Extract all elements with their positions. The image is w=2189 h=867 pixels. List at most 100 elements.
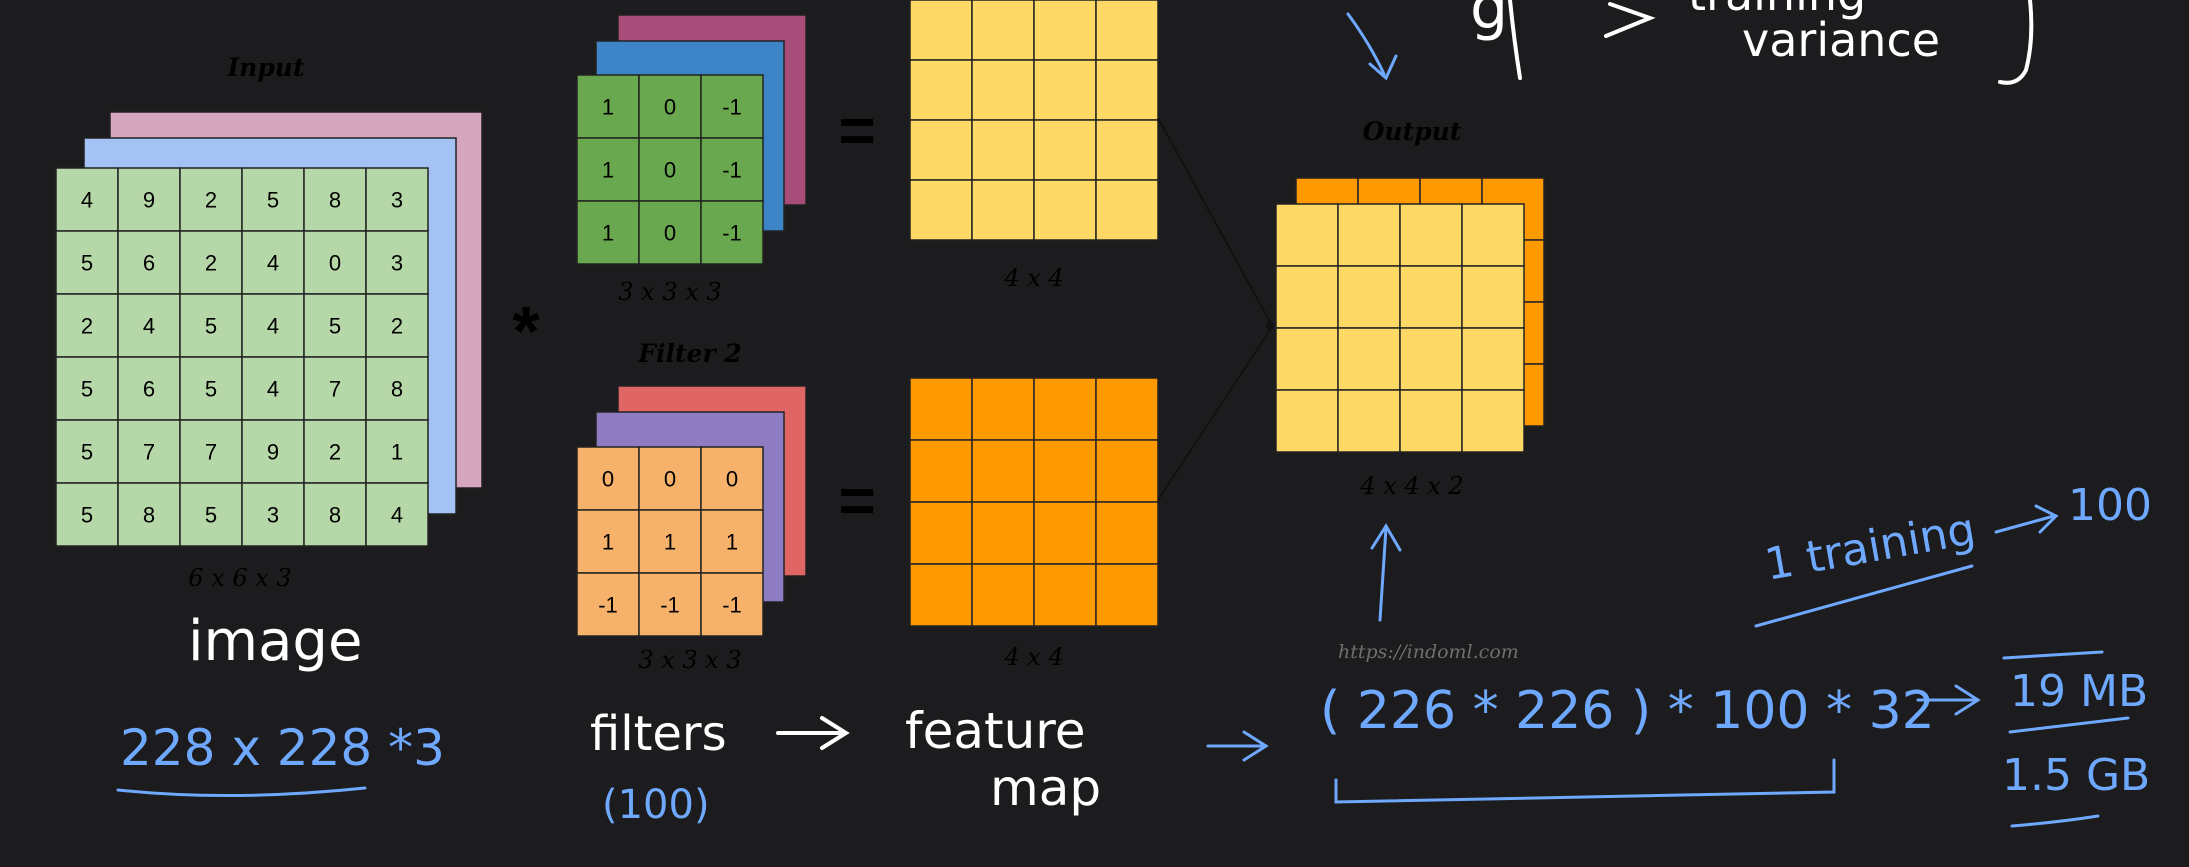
feature-map1-cell xyxy=(909,179,973,241)
feature-map1-cell xyxy=(1033,119,1097,181)
input-cell xyxy=(117,356,181,421)
feature-map2-cell xyxy=(1095,501,1159,565)
annotation-top-variance: variance xyxy=(1742,13,1940,67)
convolution-operator: * xyxy=(512,292,540,370)
filter2-value: 1 xyxy=(726,529,738,554)
feature-map1: 4 x 4 xyxy=(909,0,1159,292)
brace-calc xyxy=(1334,758,1836,804)
output-front-cell xyxy=(1399,327,1463,391)
output-front-cell xyxy=(1275,265,1339,329)
output-stack: Output 4 x 4 x 2 xyxy=(1275,117,1545,500)
input-value: 4 xyxy=(267,250,279,275)
filter2-value: 0 xyxy=(602,466,614,491)
output-front-cell xyxy=(1337,203,1401,267)
output-dims: 4 x 4 x 2 xyxy=(1359,472,1463,500)
input-value: 4 xyxy=(143,313,155,338)
annotation-feature: feature xyxy=(905,702,1086,760)
output-front-cell xyxy=(1461,265,1525,329)
output-front-cell xyxy=(1399,389,1463,453)
bracket-top-left xyxy=(1508,0,1522,80)
connector-dot xyxy=(1266,322,1274,330)
filter1-value: 1 xyxy=(602,220,614,245)
input-value: 8 xyxy=(329,187,341,212)
input-value: 9 xyxy=(267,439,279,464)
output-front-cell xyxy=(1337,327,1401,391)
output-title: Output xyxy=(1363,117,1462,146)
feature-map2-cell xyxy=(1033,439,1097,503)
annotation-top-training: training xyxy=(1688,0,1866,21)
output-front-cell xyxy=(1337,265,1401,329)
filter1-cell xyxy=(638,200,702,265)
filter1-value: -1 xyxy=(722,157,742,182)
input-title: Input xyxy=(226,53,305,82)
annotation-image-size: 228 x 228 *3 xyxy=(120,719,445,777)
input-value: 3 xyxy=(267,502,279,527)
filter2-cell xyxy=(700,572,764,637)
input-cell xyxy=(55,356,119,421)
filter1-value: 1 xyxy=(602,157,614,182)
filter1-cell xyxy=(700,200,764,265)
filter1-value: 1 xyxy=(602,94,614,119)
equals-sign-2: = xyxy=(838,464,875,536)
filter2-title: Filter 2 xyxy=(637,339,741,368)
feature-map1-cell xyxy=(1095,119,1159,181)
arrow-map-to-calc xyxy=(1206,730,1269,762)
input-cell xyxy=(179,356,243,421)
input-cell xyxy=(241,482,305,547)
feature-map1-cell xyxy=(909,119,973,181)
input-cell xyxy=(365,356,429,421)
feature-map1-cell xyxy=(1095,59,1159,121)
feature-map2-grid xyxy=(909,377,1159,627)
annotation-filters: filters xyxy=(590,706,727,762)
filter1-value: -1 xyxy=(722,94,742,119)
output-front-cell xyxy=(1461,327,1525,391)
input-cell xyxy=(365,167,429,232)
input-cell xyxy=(117,230,181,295)
input-value: 5 xyxy=(329,313,341,338)
feature-map1-cell xyxy=(1033,0,1097,61)
annotation-image: image xyxy=(188,609,362,674)
feature-map1-cell xyxy=(971,0,1035,61)
underline-size-gb xyxy=(2010,814,2100,828)
input-cell xyxy=(303,482,367,547)
input-value: 5 xyxy=(205,502,217,527)
filter1-value: 0 xyxy=(664,94,676,119)
input-value: 5 xyxy=(81,439,93,464)
input-value: 2 xyxy=(81,313,93,338)
feature-map2-cell xyxy=(1033,501,1097,565)
filter2-cell xyxy=(638,572,702,637)
input-value: 5 xyxy=(81,502,93,527)
annotation-top-g: g xyxy=(1470,0,1508,43)
filter2-value: 0 xyxy=(664,466,676,491)
input-value: 6 xyxy=(143,376,155,401)
input-value: 3 xyxy=(391,250,403,275)
connector-line-top xyxy=(1157,117,1271,323)
input-value: 2 xyxy=(329,439,341,464)
arrow-down-top xyxy=(1346,12,1398,81)
arrow-calc-to-size xyxy=(1916,684,1981,716)
filter1-cell xyxy=(700,74,764,139)
output-front-cell xyxy=(1275,389,1339,453)
filter2-cell xyxy=(638,446,702,511)
annotation-map: map xyxy=(990,759,1101,817)
input-value: 6 xyxy=(143,250,155,275)
filter2-value: -1 xyxy=(660,592,680,617)
filter2-cell xyxy=(700,446,764,511)
underline-image-size xyxy=(116,786,367,798)
arrow-training-to-100 xyxy=(1994,504,2059,534)
filter1-cell xyxy=(576,200,640,265)
filter2-value: -1 xyxy=(598,592,618,617)
feature-map1-cell xyxy=(1095,179,1159,241)
input-value: 3 xyxy=(391,187,403,212)
input-value: 4 xyxy=(391,502,403,527)
output-front-cell xyxy=(1275,327,1339,391)
brace-top-right xyxy=(1998,0,2034,85)
filter1-value: 0 xyxy=(664,157,676,182)
feature-map2-cell xyxy=(909,377,973,441)
filter1-value: 0 xyxy=(664,220,676,245)
input-cell xyxy=(241,230,305,295)
